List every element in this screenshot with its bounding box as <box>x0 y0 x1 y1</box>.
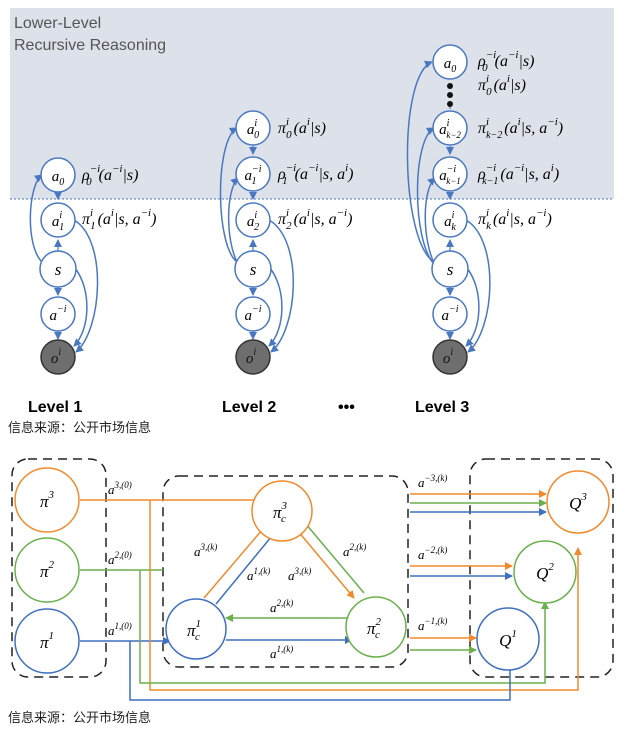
ellipsis-dot-3 <box>447 101 453 107</box>
node-a0-3 <box>432 44 468 80</box>
source-note-2: 信息来源：公开市场信息 <box>8 710 151 725</box>
label-a10: a1,(0) <box>108 621 132 638</box>
edge-s-oi-3 <box>465 267 480 347</box>
band-label-line2: Recursive Reasoning <box>14 37 166 54</box>
node-akm2i <box>432 110 468 146</box>
label-a3k-inner: a3,(k) <box>288 566 311 583</box>
node-akm1mi <box>432 156 468 192</box>
node-pi2 <box>14 537 80 603</box>
label-am3k: a−3,(k) <box>418 473 447 490</box>
label-a20: a2,(0) <box>108 550 132 567</box>
node-s <box>39 250 77 288</box>
edge-aki-oi <box>465 219 491 353</box>
edge-s-a0i <box>219 127 238 263</box>
node-q3 <box>546 470 610 534</box>
node-pic2 <box>345 596 407 658</box>
ellipsis-dot-2 <box>447 92 453 98</box>
node-a0i <box>235 110 271 146</box>
node-a2i <box>235 202 271 238</box>
node-ami <box>40 296 76 332</box>
edge-s-oi <box>73 267 88 347</box>
edge-pic3-pic2-green <box>299 516 365 594</box>
node-pic3 <box>251 480 313 542</box>
node-s-2-label: s <box>250 260 257 279</box>
label-a2k-mid: a2,(k) <box>270 598 293 615</box>
node-pic1 <box>165 598 227 660</box>
edge-a30-to-q3 <box>149 500 582 691</box>
edge-a10-to-q1 <box>129 641 514 701</box>
level-ellipsis: ••• <box>338 399 355 416</box>
node-ami-2 <box>235 296 271 332</box>
label-a1k-inner: a1,(k) <box>247 566 270 583</box>
node-s-label: s <box>55 260 62 279</box>
level-1-label: Level 1 <box>28 399 82 416</box>
node-a0 <box>40 157 76 193</box>
node-oi-2-label: oi <box>246 347 257 367</box>
node-aki <box>432 202 468 238</box>
band-label-line1: Lower-Level <box>14 15 101 32</box>
node-s-3 <box>431 250 469 288</box>
node-pi1 <box>14 608 80 674</box>
critics-box <box>469 458 614 678</box>
ellipsis-dot-1 <box>447 83 453 89</box>
edge-pic1-pic3-blue <box>215 530 277 605</box>
node-pi3 <box>14 467 80 533</box>
edge-s-a1mi <box>227 177 239 265</box>
node-oi <box>40 339 76 375</box>
edge-s-oi-2 <box>268 267 283 347</box>
edge-a20-to-q2 <box>139 570 549 684</box>
label-a2k-right: a2,(k) <box>343 542 366 559</box>
level-2-label: Level 2 <box>222 399 276 416</box>
edge-a2i-oi <box>268 219 294 353</box>
node-s-2 <box>234 250 272 288</box>
node-q2 <box>513 540 577 604</box>
label-a1k-mid: a1,(k) <box>270 644 293 661</box>
source-note-1: 信息来源：公开市场信息 <box>8 420 151 435</box>
centralized-reasoning-box <box>162 475 409 668</box>
lower-level-band <box>10 8 614 199</box>
node-q1 <box>476 607 540 671</box>
edge-a1i-oi <box>73 219 99 353</box>
label-am2k: a−2,(k) <box>418 545 447 562</box>
node-oi-label: oi <box>51 347 62 367</box>
node-oi-2 <box>235 339 271 375</box>
node-oi-3-label: oi <box>443 347 454 367</box>
edge-pic3-pic2-orange <box>291 523 355 599</box>
node-s-3-label: s <box>447 260 454 279</box>
label-a3k-left: a3,(k) <box>194 542 217 559</box>
edge-s-akm1mi <box>424 177 436 266</box>
decentralized-policies-box <box>11 458 107 678</box>
edge-s-a0 <box>29 174 43 263</box>
node-ami-3 <box>432 296 468 332</box>
node-oi-3 <box>432 339 468 375</box>
edge-s-akm2i <box>416 127 435 265</box>
edge-s-a0-3 <box>406 60 435 263</box>
level-3-label: Level 3 <box>415 399 469 416</box>
node-a1mi <box>235 156 271 192</box>
node-a1i <box>40 202 76 238</box>
label-am1k: a−1,(k) <box>418 616 447 633</box>
label-a30: a3,(0) <box>108 480 132 497</box>
edge-pic1-pic3-orange <box>203 522 269 599</box>
